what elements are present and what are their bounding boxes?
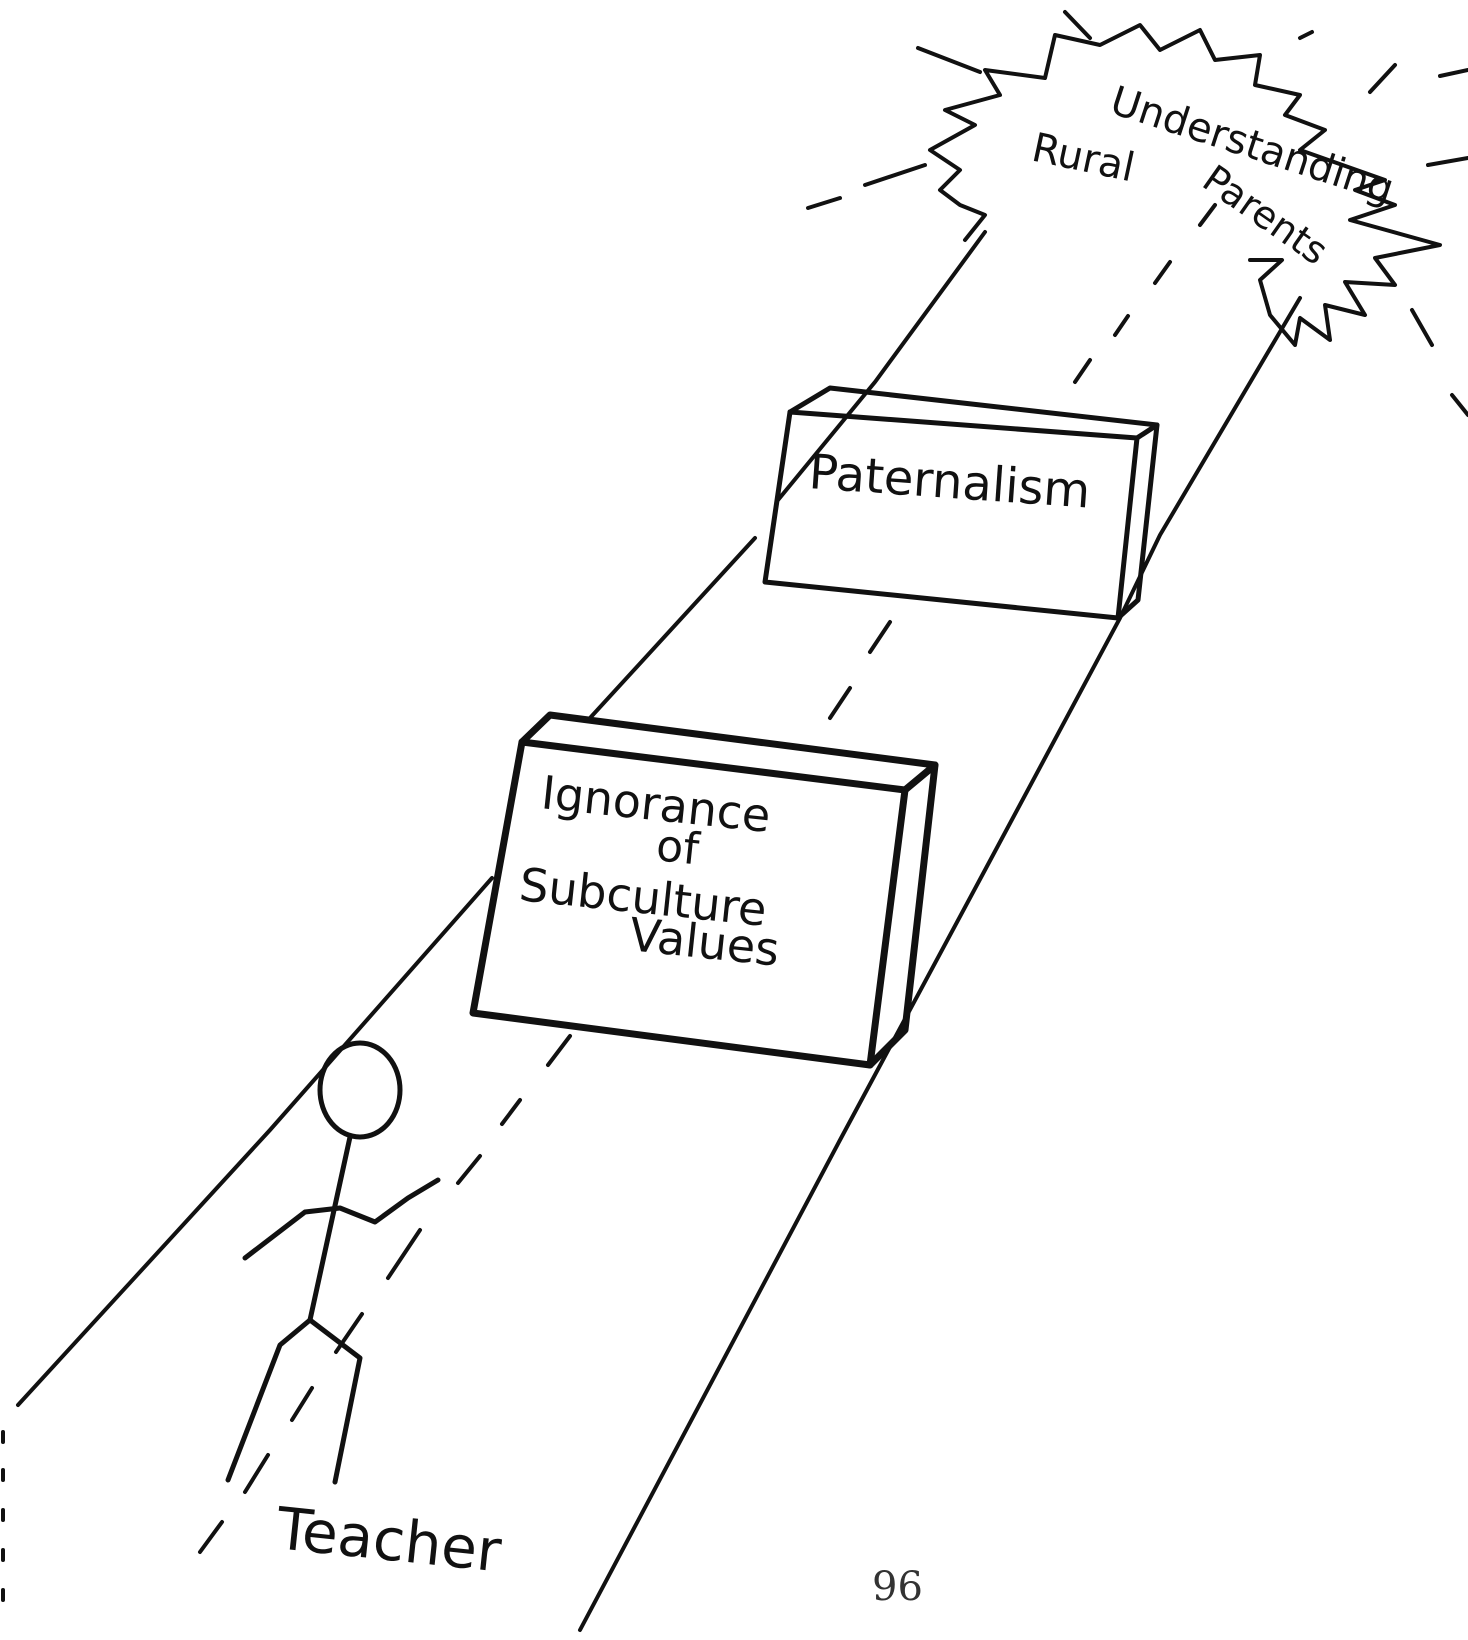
- goal-line2: Rural: [1028, 125, 1139, 191]
- burst-rays: [806, 10, 1468, 417]
- road: [1, 203, 1302, 1632]
- road-left-edge: [16, 230, 987, 1407]
- road-right-edge: [578, 296, 1302, 1632]
- teacher-figure: Teacher: [225, 1040, 505, 1585]
- obstacle-ignorance: Ignorance of Subculture Values: [469, 711, 939, 1069]
- paternalism-label: Paternalism: [807, 444, 1092, 520]
- obstacle-paternalism: Paternalism: [762, 385, 1160, 621]
- goal-burst: Understanding Rural Parents: [806, 10, 1468, 417]
- burst-outline: [928, 23, 1442, 347]
- ignorance-box-side: [866, 761, 939, 1069]
- teacher-label: Teacher: [273, 1494, 505, 1585]
- paternalism-box-side: [1115, 422, 1160, 621]
- ignorance-box-top: [518, 711, 939, 794]
- ignorance-line2: of: [654, 820, 703, 875]
- page-number: 96: [872, 1564, 923, 1610]
- teacher-body: [307, 1134, 353, 1323]
- teacher-legs: [225, 1317, 363, 1485]
- road-center-dashes: [198, 203, 1217, 1554]
- teacher-arms: [242, 1177, 441, 1261]
- ignorance-line1: Ignorance: [539, 765, 773, 843]
- paternalism-box-top: [787, 385, 1160, 441]
- teacher-head: [317, 1040, 403, 1140]
